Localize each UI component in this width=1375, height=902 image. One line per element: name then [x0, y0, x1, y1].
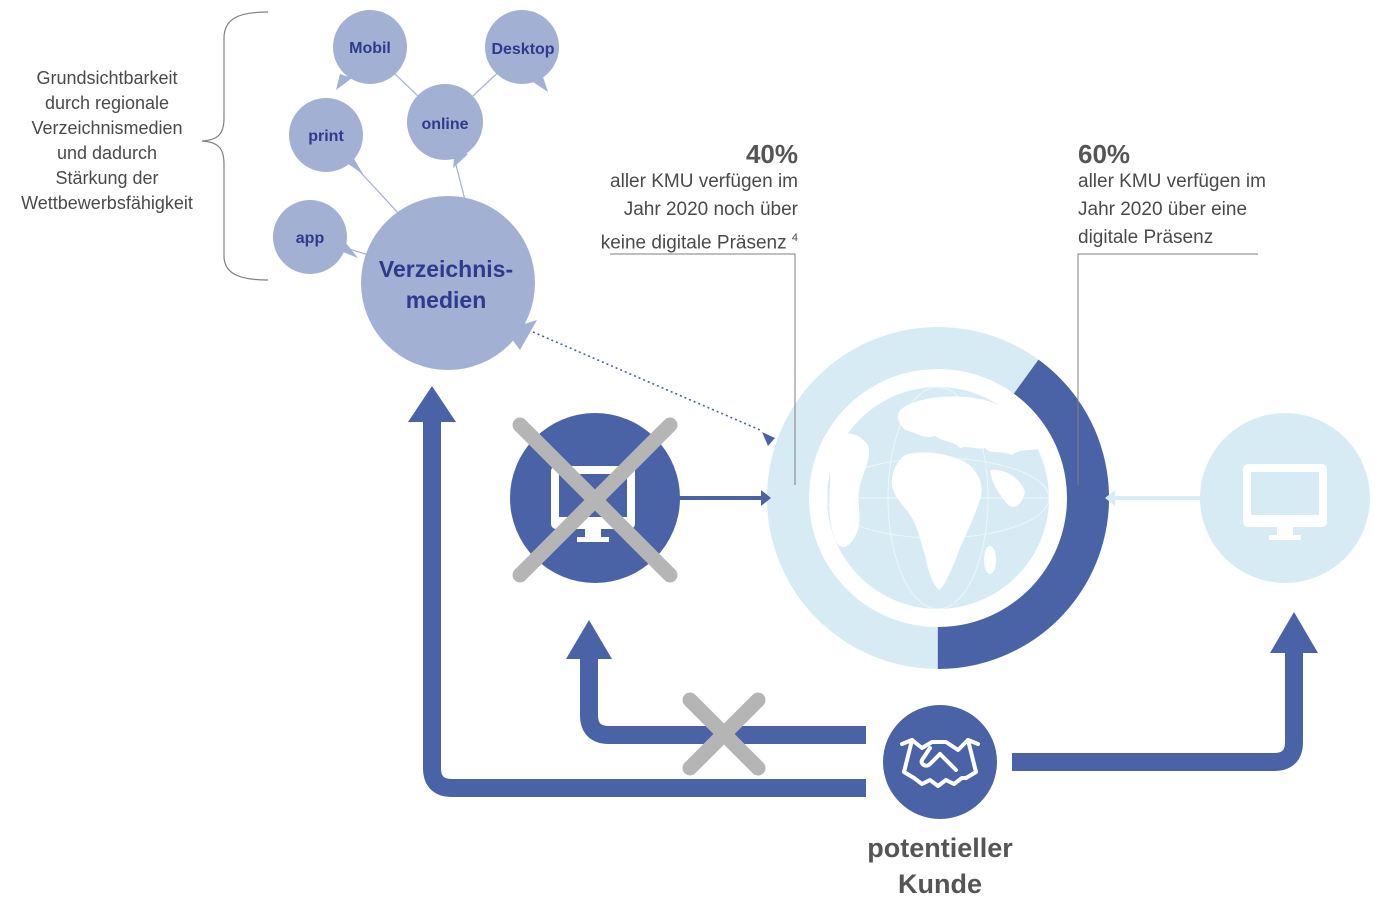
bubble-app-label: app	[296, 230, 325, 247]
side-note-line: und dadurch	[56, 143, 158, 163]
footnote-marker: 4	[791, 232, 798, 244]
stat-right-line: aller KMU verfügen im	[1078, 171, 1266, 192]
stat-left-line-last: keine digitale Präsenz 4	[601, 224, 798, 257]
bubble-desktop: Desktop	[485, 10, 559, 92]
arrow-to-no-web	[580, 655, 866, 744]
bubble-mobil-label: Mobil	[349, 40, 391, 57]
globe-icon	[820, 380, 1056, 616]
stat-right-line: Jahr 2020 über eine	[1078, 199, 1248, 220]
monitor-icon	[1243, 464, 1327, 540]
customer-label: potentieller Kunde	[830, 830, 1050, 902]
bubble-mobil: Mobil	[333, 10, 407, 90]
no-web-node	[510, 413, 762, 583]
bubble-app: app	[273, 200, 358, 274]
side-note-line: Verzeichnismedien	[31, 118, 183, 138]
bubble-desktop-label: Desktop	[491, 41, 554, 58]
customer-line1: potentieller	[867, 833, 1013, 863]
handshake-icon	[900, 738, 980, 788]
web-node	[1115, 413, 1370, 583]
stat-right-line: digitale Präsenz	[1078, 227, 1214, 248]
cross-icon	[682, 692, 766, 776]
bubble-print: print	[289, 98, 363, 174]
side-note-brace	[201, 11, 269, 281]
share-donut	[761, 327, 1115, 669]
side-note: Grundsichtbarkeit durch regionale Verzei…	[0, 66, 214, 216]
stat-left-line: keine digitale Präsenz	[600, 232, 787, 254]
bubble-online: online	[407, 84, 483, 168]
customer-line2: Kunde	[898, 869, 982, 899]
arrow-to-web	[1012, 650, 1303, 771]
stat-right-percent: 60%	[1078, 139, 1131, 169]
arrowhead-web	[1270, 612, 1318, 653]
dotted-connector	[532, 331, 761, 431]
main-bubble-line2: medien	[406, 287, 487, 313]
stat-left-percent: 40%	[745, 139, 798, 169]
arrow-to-verzeichnismedien	[423, 420, 866, 797]
arrowhead-verzeichnismedien	[408, 386, 456, 422]
bubble-print-label: print	[308, 128, 344, 145]
stat-no-digital-presence: 40% aller KMU verfügen im Jahr 2020 noch…	[601, 140, 798, 257]
customer-node	[883, 705, 997, 819]
monitor-crossed-icon	[512, 417, 678, 583]
donut-dark-segment	[767, 327, 1109, 669]
main-bubble-line1: Verzeichnis-	[379, 256, 513, 282]
arrowhead-no-web	[566, 620, 612, 659]
customer-arrows	[423, 420, 1303, 797]
bubble-verzeichnismedien: Verzeichnis- medien	[361, 196, 537, 370]
stat-left-line: Jahr 2020 noch über	[623, 199, 798, 220]
bubble-online-label: online	[421, 116, 468, 133]
side-note-line: durch regionale	[44, 93, 170, 113]
side-note-line: Grundsichtbarkeit	[36, 68, 178, 88]
side-note-line: Stärkung der	[55, 168, 159, 188]
stat-left-line: aller KMU verfügen im	[610, 171, 798, 192]
stat-leaders	[610, 253, 1258, 485]
side-note-line: Wettbewerbsfähigkeit	[21, 193, 193, 213]
stat-digital-presence: 60% aller KMU verfügen im Jahr 2020 über…	[1078, 140, 1266, 252]
